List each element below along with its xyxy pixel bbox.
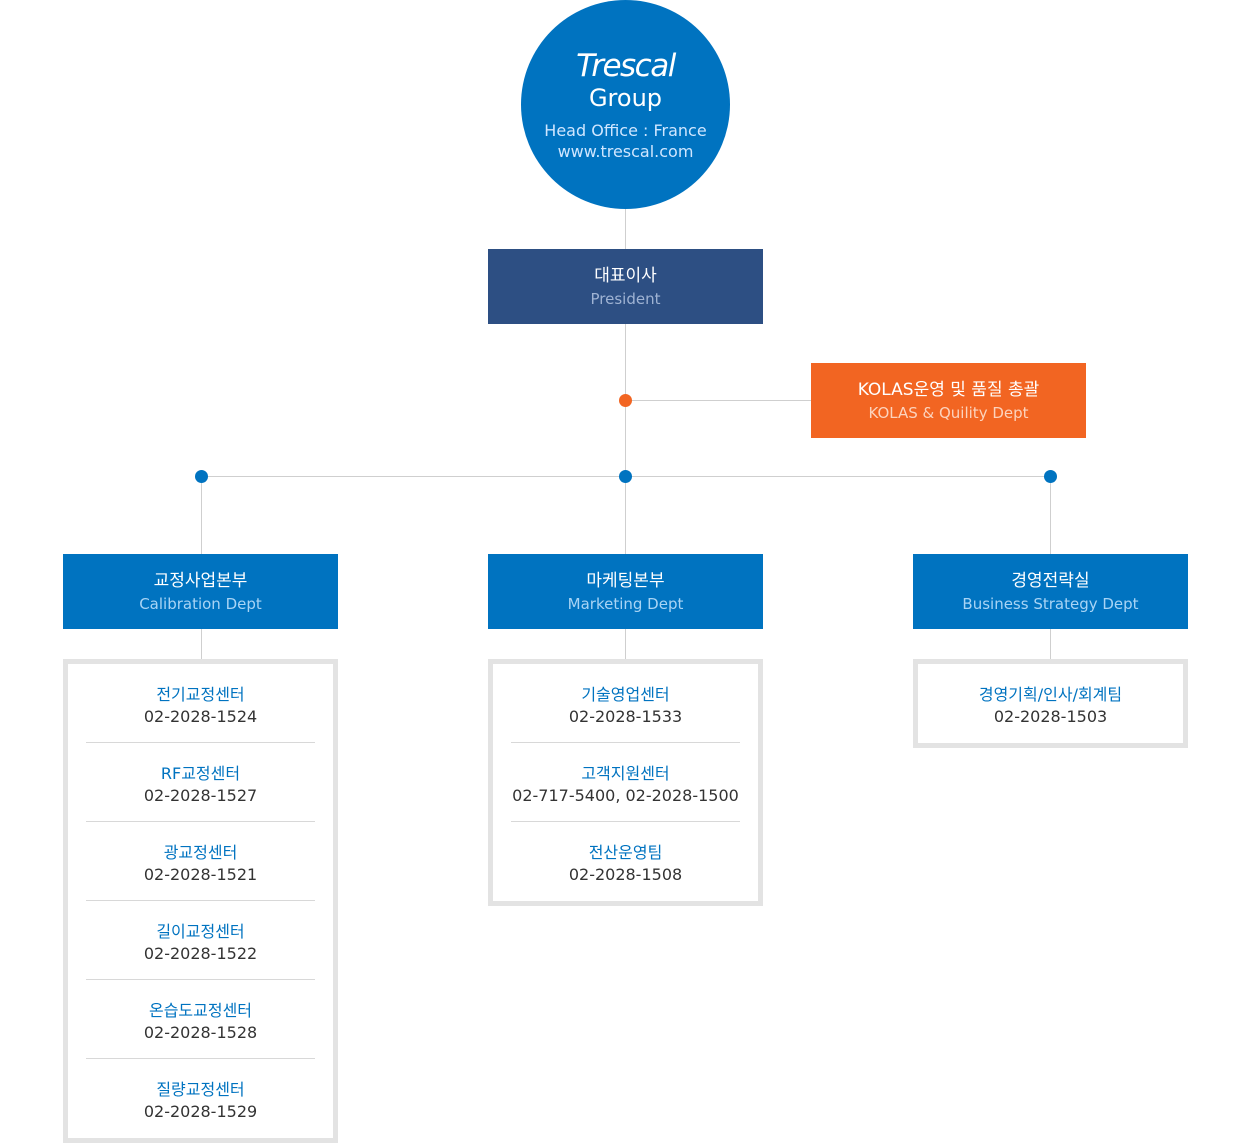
website-label: www.trescal.com	[557, 142, 694, 161]
team-phone: 02-2028-1527	[143, 786, 258, 805]
team-name: 질량교정센터	[156, 1080, 245, 1099]
team-phone: 02-2028-1503	[993, 707, 1108, 726]
connector-president-trunk	[625, 324, 626, 554]
dept-title-ko: 교정사업본부	[153, 571, 248, 591]
team-name: 온습도교정센터	[148, 1001, 253, 1020]
connector-kolas-branch	[626, 400, 811, 401]
team-name: 전산운영팀	[588, 843, 663, 862]
group-label: Group	[588, 84, 663, 112]
team-item: 온습도교정센터 02-2028-1528	[86, 980, 315, 1059]
team-name: 전기교정센터	[156, 685, 245, 704]
junction-dot-kolas	[619, 394, 632, 407]
business-strategy-team-list: 경영기획/인사/회계팀 02-2028-1503	[913, 659, 1188, 748]
team-phone: 02-2028-1528	[143, 1023, 258, 1042]
calibration-team-list: 전기교정센터 02-2028-1524 RF교정센터 02-2028-1527 …	[63, 659, 338, 1143]
team-item: 전기교정센터 02-2028-1524	[86, 664, 315, 743]
president-title-ko: 대표이사	[594, 266, 657, 286]
team-phone: 02-717-5400, 02-2028-1500	[512, 786, 739, 805]
team-phone: 02-2028-1533	[568, 707, 683, 726]
head-office-node: Trescal Group Head Office : France www.t…	[521, 0, 730, 209]
president-title-en: President	[590, 290, 661, 308]
junction-dot-calibration	[195, 470, 208, 483]
team-item: 경영기획/인사/회계팀 02-2028-1503	[936, 664, 1165, 743]
team-name: 광교정센터	[163, 843, 238, 862]
team-item: 전산운영팀 02-2028-1508	[511, 822, 740, 901]
team-name: 고객지원센터	[581, 764, 670, 783]
team-item: 광교정센터 02-2028-1521	[86, 822, 315, 901]
head-office-label: Head Office : France	[544, 121, 707, 140]
calibration-dept-node: 교정사업본부 Calibration Dept	[63, 554, 338, 629]
trescal-logo: Trescal	[576, 48, 676, 84]
dept-title-ko: 경영전략실	[1011, 571, 1090, 591]
dept-title-en: Business Strategy Dept	[962, 595, 1139, 613]
marketing-dept-node: 마케팅본부 Marketing Dept	[488, 554, 763, 629]
team-phone: 02-2028-1521	[143, 865, 258, 884]
connector-biz-list	[1050, 629, 1051, 659]
dept-title-en: Calibration Dept	[139, 595, 262, 613]
connector-mkt-list	[625, 629, 626, 659]
team-item: 기술영업센터 02-2028-1533	[511, 664, 740, 743]
dept-title-en: Marketing Dept	[567, 595, 684, 613]
business-strategy-dept-node: 경영전략실 Business Strategy Dept	[913, 554, 1188, 629]
kolas-node: KOLAS운영 및 품질 총괄 KOLAS & Quility Dept	[811, 363, 1086, 438]
connector-head-president	[625, 209, 626, 249]
team-phone: 02-2028-1529	[143, 1102, 258, 1121]
connector-biz-down	[1050, 477, 1051, 554]
junction-dot-business	[1044, 470, 1057, 483]
connector-calib-down	[201, 477, 202, 554]
team-item: 고객지원센터 02-717-5400, 02-2028-1500	[511, 743, 740, 822]
team-name: 길이교정센터	[156, 922, 245, 941]
team-phone: 02-2028-1524	[143, 707, 258, 726]
kolas-title-en: KOLAS & Quility Dept	[868, 404, 1029, 422]
dept-title-ko: 마케팅본부	[586, 571, 665, 591]
team-name: 기술영업센터	[581, 685, 670, 704]
team-name: RF교정센터	[160, 764, 241, 783]
marketing-team-list: 기술영업센터 02-2028-1533 고객지원센터 02-717-5400, …	[488, 659, 763, 906]
president-node: 대표이사 President	[488, 249, 763, 324]
team-item: RF교정센터 02-2028-1527	[86, 743, 315, 822]
team-phone: 02-2028-1522	[143, 944, 258, 963]
team-item: 질량교정센터 02-2028-1529	[86, 1059, 315, 1138]
team-name: 경영기획/인사/회계팀	[978, 685, 1123, 704]
team-item: 길이교정센터 02-2028-1522	[86, 901, 315, 980]
connector-calib-list	[201, 629, 202, 659]
team-phone: 02-2028-1508	[568, 865, 683, 884]
junction-dot-marketing	[619, 470, 632, 483]
kolas-title-ko: KOLAS운영 및 품질 총괄	[857, 380, 1040, 400]
